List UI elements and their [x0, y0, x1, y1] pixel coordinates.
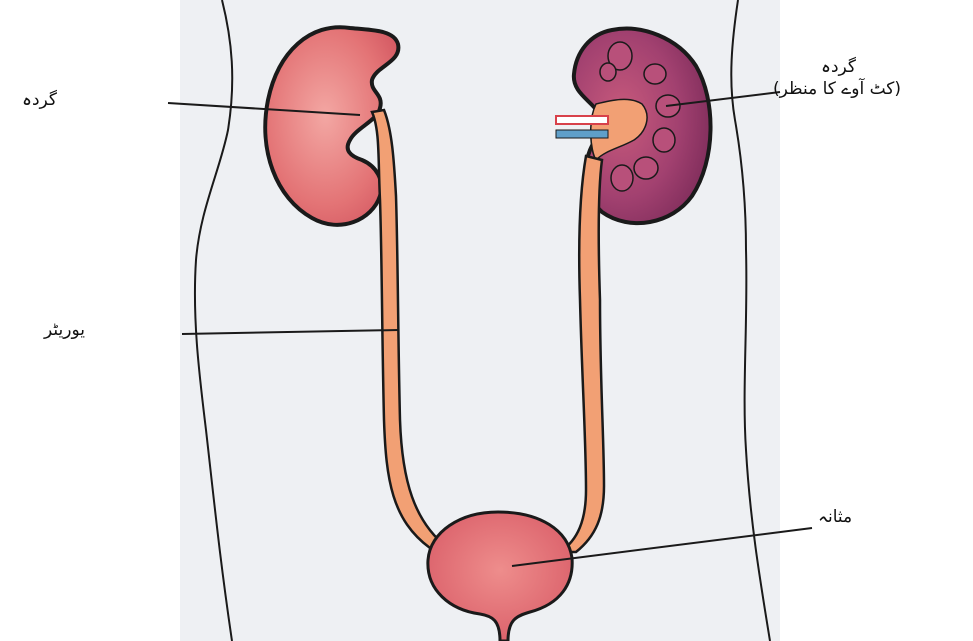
label-cut-kidney-sub: (کٹ آوے کا منظر)	[776, 78, 901, 100]
label-ureter: یوریٹر	[44, 319, 85, 341]
label-bladder: مثانہ	[818, 506, 852, 528]
label-cut-kidney: گردہ (کٹ آوے کا منظر)	[776, 56, 901, 100]
label-kidney-left: گردہ	[22, 89, 57, 111]
label-cut-kidney-title: گردہ	[776, 56, 901, 78]
renal-artery	[556, 116, 608, 124]
renal-vein	[556, 130, 608, 138]
